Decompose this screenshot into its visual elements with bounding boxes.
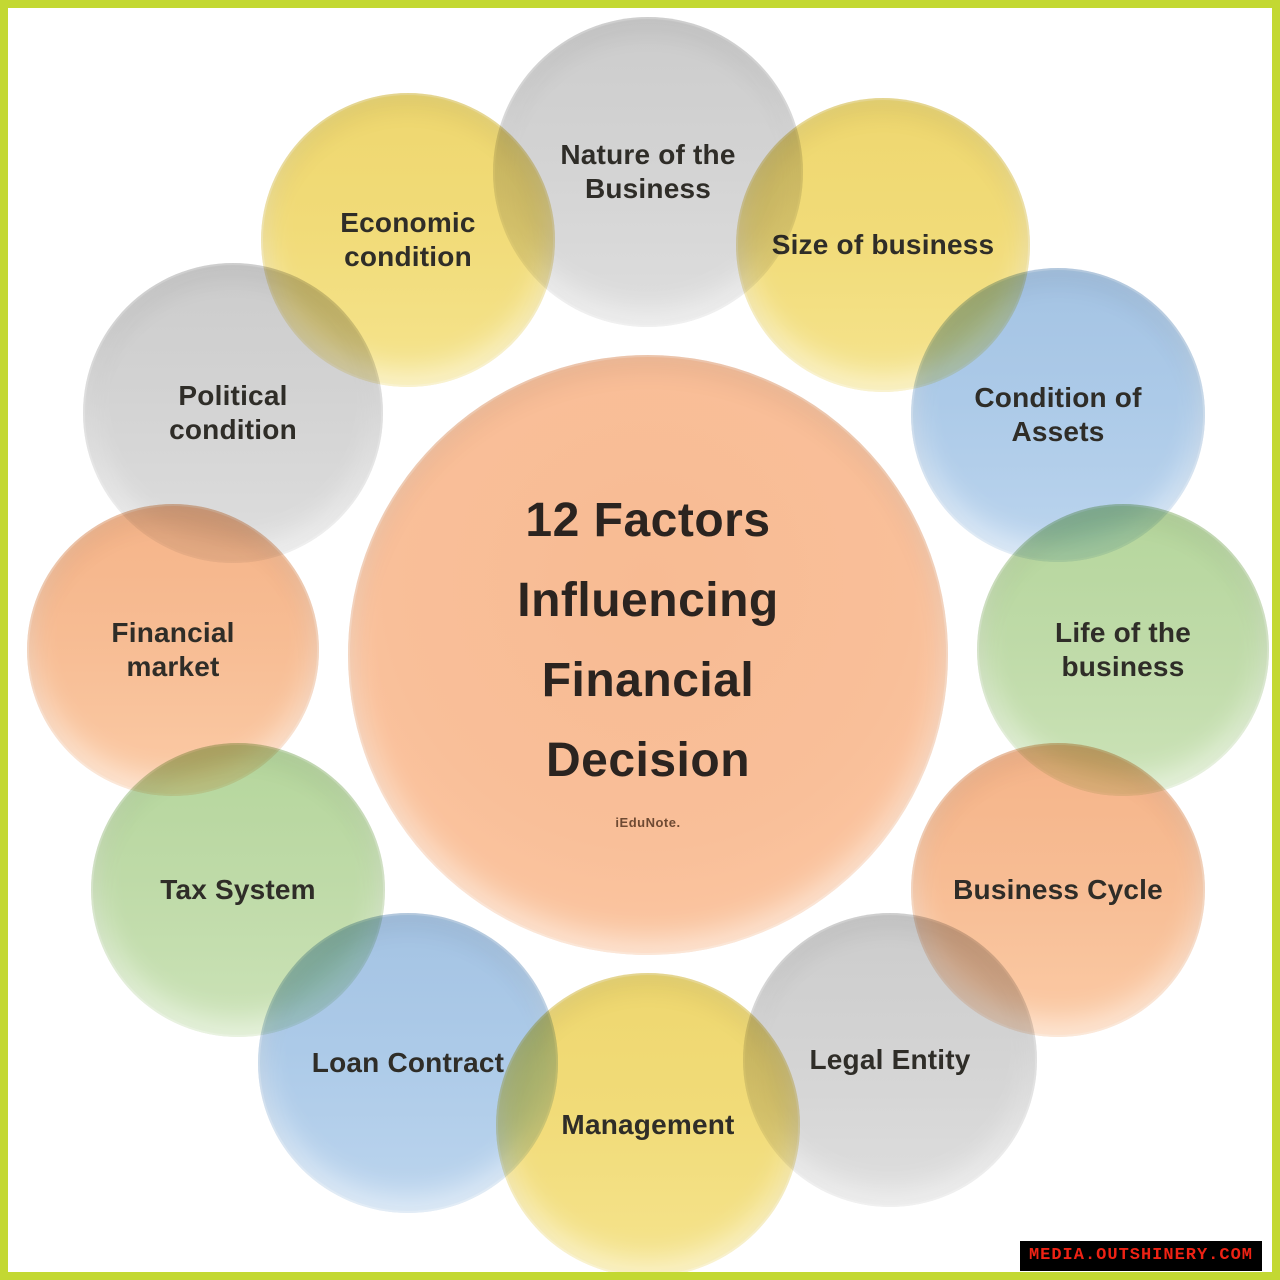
factor-label: Nature of the Business (560, 138, 736, 204)
factor-label: Management (561, 1108, 735, 1140)
factor-label: Political condition (169, 379, 297, 445)
factor-label: Financial market (111, 616, 235, 682)
credit-text: iEduNote. (615, 814, 681, 830)
center-title: 12 Factors Influencing Financial Decisio… (517, 493, 779, 787)
factor-label: Legal Entity (809, 1043, 971, 1075)
factor-label: Economic condition (340, 206, 476, 272)
factor-label: Condition of Assets (974, 381, 1142, 447)
factor-label: Loan Contract (311, 1046, 505, 1078)
center-circle: 12 Factors Influencing Financial Decisio… (348, 355, 948, 955)
factor-label: Business Cycle (953, 873, 1163, 905)
factor-label: Size of business (771, 228, 995, 260)
factor-label: Life of the business (1055, 616, 1191, 682)
factor-label: Tax System (160, 873, 316, 905)
factor-circle-management: Management (496, 973, 800, 1272)
watermark-badge: MEDIA.OUTSHINERY.COM (1019, 1241, 1262, 1271)
